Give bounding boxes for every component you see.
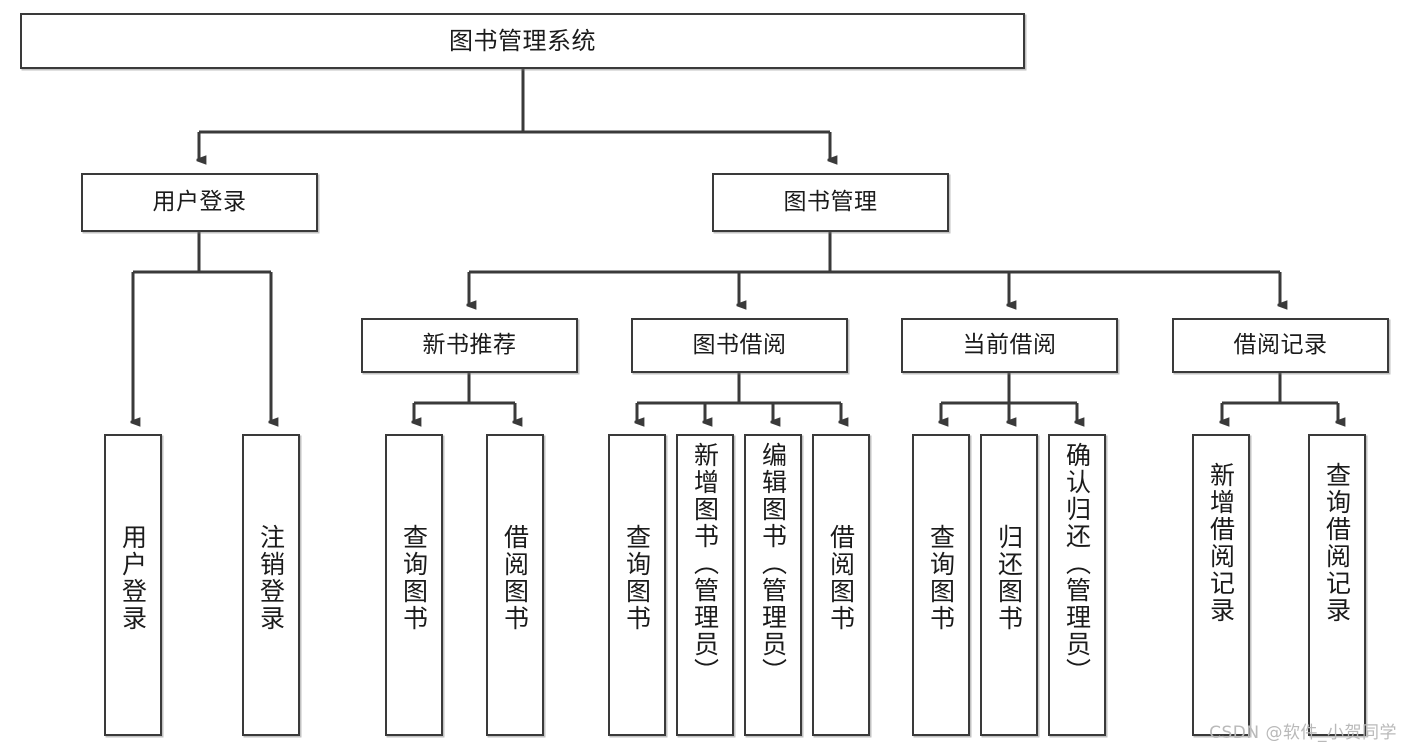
node-label: 查询图书 [622, 524, 652, 632]
node-label: 查询图书 [399, 524, 429, 632]
leaf-return-book[interactable]: 归还图书 [980, 434, 1038, 736]
node-book-borrow[interactable]: 图书借阅 [631, 318, 848, 373]
leaf-borrow-book-recommend[interactable]: 借阅图书 [486, 434, 544, 736]
leaf-edit-book-admin[interactable]: 编辑图书（管理员） [744, 434, 802, 736]
node-label: 用户登录 [152, 188, 247, 215]
node-current-borrow[interactable]: 当前借阅 [901, 318, 1118, 373]
leaf-add-book-admin[interactable]: 新增图书（管理员） [676, 434, 734, 736]
node-label: 当前借阅 [962, 331, 1057, 358]
node-root-book-management-system[interactable]: 图书管理系统 [20, 13, 1025, 69]
node-label: 归还图书 [994, 524, 1024, 632]
leaf-user-login[interactable]: 用户登录 [104, 434, 162, 736]
node-label: 注销登录 [256, 524, 286, 632]
node-label: 借阅图书 [826, 524, 856, 632]
node-user-login[interactable]: 用户登录 [81, 173, 318, 232]
leaf-borrow-book[interactable]: 借阅图书 [812, 434, 870, 736]
node-label: 编辑图书（管理员） [758, 442, 788, 685]
node-label: 图书管理系统 [449, 26, 596, 55]
leaf-query-borrow-record[interactable]: 查询借阅记录 [1308, 434, 1366, 736]
node-label: 用户登录 [118, 524, 148, 632]
leaf-query-book-borrow[interactable]: 查询图书 [608, 434, 666, 736]
leaf-logout[interactable]: 注销登录 [242, 434, 300, 736]
node-label: 新增借阅记录 [1206, 462, 1236, 624]
leaf-query-book-recommend[interactable]: 查询图书 [385, 434, 443, 736]
node-label: 图书管理 [783, 188, 878, 215]
node-book-management[interactable]: 图书管理 [712, 173, 949, 232]
node-new-book-recommend[interactable]: 新书推荐 [361, 318, 578, 373]
node-label: 借阅图书 [500, 524, 530, 632]
leaf-query-book-current[interactable]: 查询图书 [912, 434, 970, 736]
watermark: CSDN @软件_小贺同学 [1209, 723, 1397, 743]
node-label: 新增图书（管理员） [690, 442, 720, 685]
node-label: 图书借阅 [692, 331, 787, 358]
node-label: 确认归还（管理员） [1062, 442, 1092, 685]
node-label: 查询图书 [926, 524, 956, 632]
node-label: 借阅记录 [1233, 331, 1328, 358]
leaf-add-borrow-record[interactable]: 新增借阅记录 [1192, 434, 1250, 736]
node-borrow-record[interactable]: 借阅记录 [1172, 318, 1389, 373]
node-label: 查询借阅记录 [1322, 462, 1352, 624]
leaf-confirm-return-admin[interactable]: 确认归还（管理员） [1048, 434, 1106, 736]
node-label: 新书推荐 [422, 331, 517, 358]
